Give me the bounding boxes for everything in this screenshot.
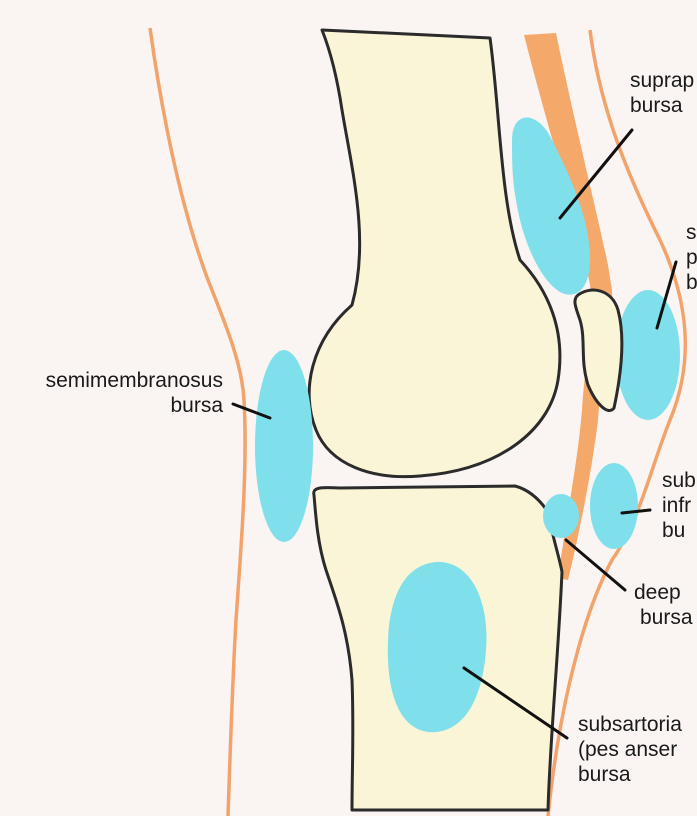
semimembranosus-bursa <box>255 350 313 542</box>
prepatellar-bursa <box>616 290 680 420</box>
label-suprapatellar-bursa: suprap bursa <box>630 68 694 118</box>
label-semimembranosus-bursa: semimembranosus bursa <box>46 368 223 418</box>
deep-infrapatellar-bursa <box>543 494 579 538</box>
label-deep-infrapatellar-bursa: deep bursa <box>634 580 693 630</box>
label-prepatellar-bursa: s p b <box>686 220 697 295</box>
label-subsartorial-bursa: subsartoria (pes anser bursa <box>578 712 682 787</box>
subcutaneous-infrapatellar-bursa <box>590 463 638 549</box>
label-subcutaneous-infrapatellar-bursa: sub infr bu <box>662 468 696 543</box>
